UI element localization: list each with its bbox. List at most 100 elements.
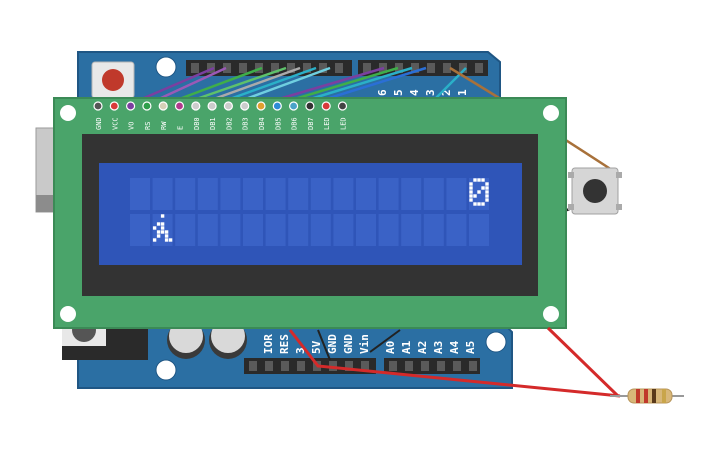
lcd-pixel bbox=[473, 194, 477, 198]
digital-pin-label: 3 bbox=[424, 89, 437, 96]
lcd-pixel bbox=[481, 202, 485, 206]
lcd-char-cell bbox=[152, 178, 173, 210]
lcd-pin bbox=[158, 101, 168, 111]
analog-pin-label: A1 bbox=[400, 340, 413, 354]
push-button[interactable] bbox=[568, 167, 622, 215]
lcd-char-cell bbox=[469, 214, 489, 246]
lcd-pixel bbox=[477, 178, 481, 182]
lcd-char-cell bbox=[265, 178, 286, 210]
lcd-char-cell bbox=[333, 214, 354, 246]
lcd-pixel bbox=[477, 202, 481, 206]
lcd-pin-label: VO bbox=[128, 122, 136, 130]
lcd-pin-label: LED bbox=[340, 117, 348, 130]
lcd-pin-label: GND bbox=[95, 117, 103, 130]
lcd-pixel bbox=[469, 194, 473, 198]
lcd-char-cell bbox=[310, 178, 331, 210]
analog-pin-label: A4 bbox=[448, 340, 461, 354]
lcd-char-cell bbox=[152, 214, 173, 246]
lcd-char-cell bbox=[197, 178, 218, 210]
lcd-char-cell bbox=[378, 178, 399, 210]
lcd-char-cell bbox=[446, 178, 467, 210]
lcd-pin-label: DB0 bbox=[193, 117, 201, 130]
lcd-pin bbox=[126, 101, 136, 111]
lcd-char-cell bbox=[288, 214, 309, 246]
lcd-char-cell bbox=[220, 178, 241, 210]
lcd-pin bbox=[93, 101, 103, 111]
lcd-pixel bbox=[485, 186, 489, 190]
lcd-pin-label: DB3 bbox=[242, 117, 250, 130]
lcd-pin bbox=[289, 101, 299, 111]
lcd-pin-label: DB1 bbox=[209, 117, 217, 130]
lcd-char-cell bbox=[356, 178, 376, 210]
mounting-hole bbox=[485, 331, 507, 353]
lcd-char-cell bbox=[401, 214, 422, 246]
lcd-pin bbox=[337, 101, 348, 111]
digital-pin-label: 6 bbox=[376, 89, 389, 96]
digital-pin-label: 5 bbox=[392, 89, 405, 96]
ground-wire bbox=[369, 329, 401, 353]
lcd-pin bbox=[174, 101, 185, 111]
lcd-pin-label: DB4 bbox=[258, 117, 266, 130]
lcd-char-cell bbox=[265, 214, 286, 246]
lcd-pixel bbox=[485, 194, 489, 198]
lcd-pin bbox=[240, 101, 250, 111]
running-man-icon bbox=[152, 214, 173, 242]
reset-button[interactable] bbox=[91, 61, 135, 99]
lcd-pixel bbox=[469, 182, 473, 186]
analog-pin-label: A3 bbox=[432, 341, 445, 354]
lcd-pin-label: RS bbox=[144, 122, 152, 130]
lcd-pin-label: E bbox=[177, 126, 185, 130]
lcd-mount-hole bbox=[60, 105, 76, 121]
lcd-pin bbox=[305, 101, 315, 111]
lcd-pixel bbox=[469, 198, 473, 202]
lcd-pin-label: RW bbox=[160, 121, 168, 130]
power-wires bbox=[288, 326, 621, 398]
lcd-pin bbox=[142, 101, 152, 111]
lcd-char-cell bbox=[130, 214, 150, 246]
lcd-pin-label: DB6 bbox=[291, 117, 299, 130]
lcd-pin-label: LED bbox=[323, 117, 331, 130]
lcd-pin-label: DB5 bbox=[274, 117, 282, 130]
mounting-hole bbox=[155, 359, 177, 381]
lcd-char-cell bbox=[333, 178, 354, 210]
lcd-char-cell bbox=[288, 178, 309, 210]
lcd-pin bbox=[256, 101, 266, 111]
lcd-pin bbox=[223, 101, 233, 111]
lcd-pixel bbox=[473, 202, 477, 206]
lcd-char-cell bbox=[310, 214, 331, 246]
lcd-pin bbox=[207, 101, 217, 111]
lcd-pixel bbox=[469, 186, 473, 190]
lcd-pixel bbox=[485, 182, 489, 186]
lcd-char-cell bbox=[423, 178, 444, 210]
lcd-char-cell bbox=[356, 214, 376, 246]
power-header bbox=[244, 358, 376, 374]
power-pin-label: GND bbox=[342, 334, 355, 354]
lcd-pin bbox=[272, 101, 282, 111]
power-pin-label: Vin bbox=[358, 334, 371, 354]
lcd-mount-hole bbox=[543, 105, 559, 121]
resistor bbox=[610, 388, 684, 404]
lcd-char-cell bbox=[197, 214, 218, 246]
lcd-pixel bbox=[481, 186, 485, 190]
lcd-pixel bbox=[485, 190, 489, 194]
lcd-char-cell bbox=[175, 178, 196, 210]
lcd-char-cell bbox=[469, 178, 489, 210]
power-pin-label: RES bbox=[278, 334, 291, 354]
ground-wire bbox=[317, 329, 331, 361]
mounting-hole bbox=[155, 56, 177, 78]
lcd-pixel bbox=[477, 190, 481, 194]
lcd-pin-label: DB2 bbox=[225, 117, 233, 130]
lcd-pin bbox=[191, 101, 201, 111]
lcd-char-cell bbox=[378, 214, 399, 246]
analog-header bbox=[384, 358, 480, 374]
analog-pin-label: A0 bbox=[384, 341, 397, 354]
lcd-pixel bbox=[481, 178, 485, 182]
lcd-mount-hole bbox=[543, 306, 559, 322]
digital-pin-label: 4 bbox=[408, 89, 421, 96]
power-pin-label: IOR bbox=[262, 334, 275, 354]
lcd-char-cell bbox=[423, 214, 444, 246]
power-pin-label: 5V bbox=[310, 340, 323, 354]
analog-pin-label: A5 bbox=[464, 341, 477, 354]
